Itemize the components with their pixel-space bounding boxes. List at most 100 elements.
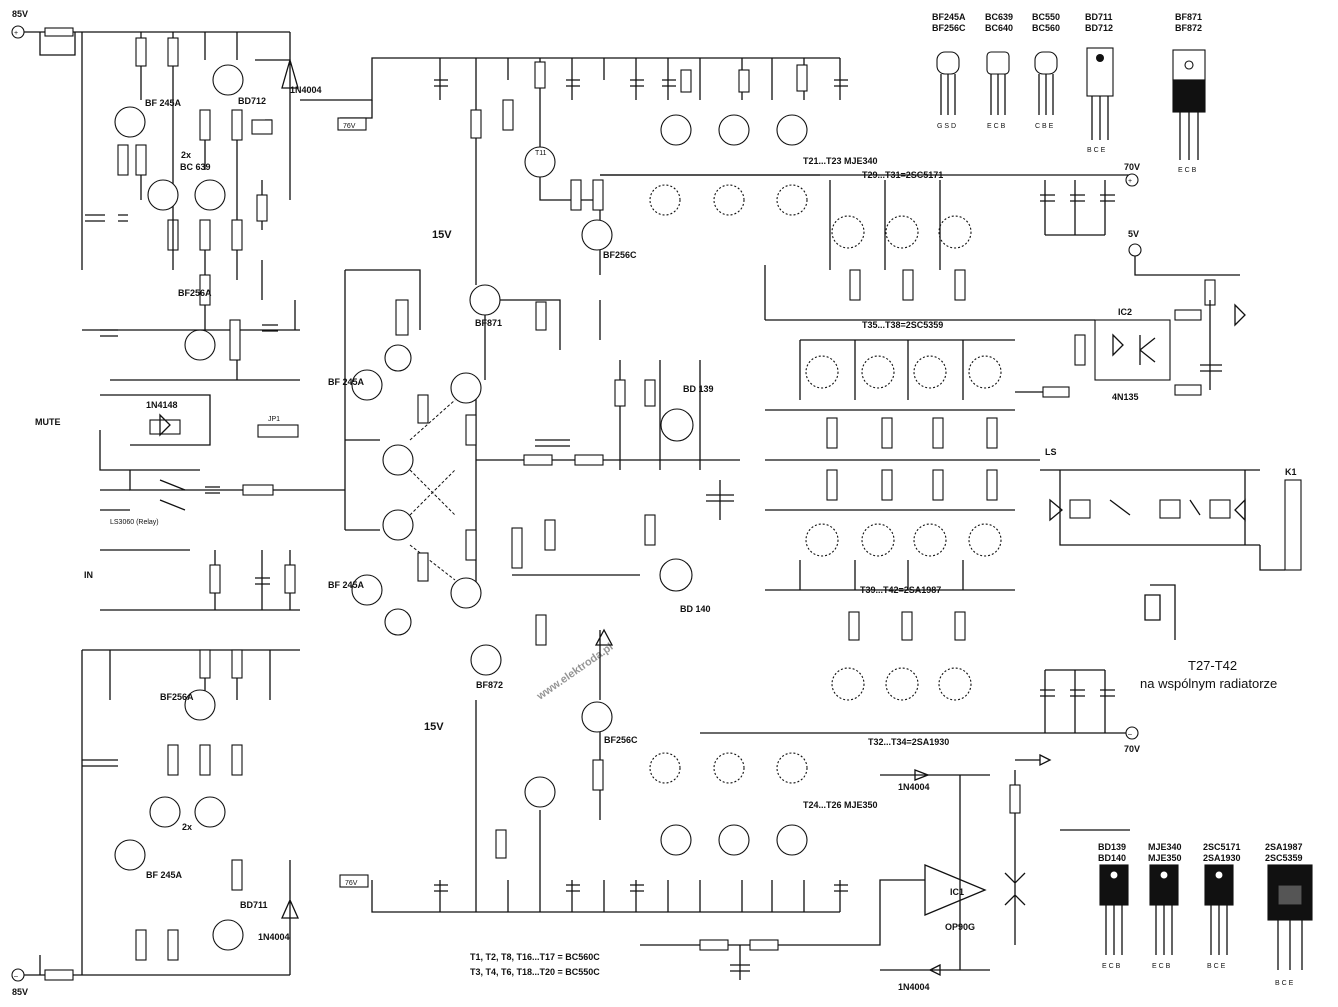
svg-text:–: – [14,973,18,980]
label-t11: T11 [535,150,547,157]
label-1n4004-d17: 1N4004 [898,982,930,992]
label-15v-top: 15V [432,229,452,241]
rail-pos-76v: 76V [300,57,840,131]
svg-text:+: + [1128,178,1132,185]
rail-neg-70v: – 70V [700,669,1140,754]
label-group-mje350: T24...T26 MJE350 [803,800,878,810]
rail-neg-76v: 76V 15V [339,721,840,913]
terminal-pos-85v: + 85V [11,9,28,39]
label-1n4004-d15: 1N4004 [898,782,930,792]
label-bd712: BD712 [238,96,266,106]
label-bd140: BD 140 [680,604,711,614]
pkg-top-0-pins: G S D [937,123,956,130]
output-relay: LS K1 [1040,447,1302,640]
svg-text:–: – [1128,731,1132,738]
label-pos-70v: 70V [1124,162,1140,172]
label-relay-type: LS3060 (Relay) [110,519,159,526]
label-bf256a-bottom: BF256A [160,692,194,702]
label-input: IN [84,570,93,580]
optocoupler: 5V IC2 4N135 [1015,229,1246,402]
label-bd139: BD 139 [683,384,714,394]
label-bf245a-bottom: BF 245A [146,870,183,880]
radiator-note: T27-T42 na wspólnym radiatorze [1140,658,1277,691]
pkg-top-2-pins: C B E [1035,123,1054,130]
terminal-neg-85v: – 85V [11,968,28,997]
label-radiator-note: na wspólnym radiatorze [1140,676,1277,691]
label-neg-70v: 70V [1124,744,1140,754]
label-bf245a-mid2: BF 245A [328,580,365,590]
label-bf872: BF872 [476,680,503,690]
label-op90g: OP90G [945,922,975,932]
label-group-2sa1930: T32...T34=2SA1930 [868,737,949,747]
label-bf245a-mid: BF 245A [328,377,365,387]
driver-bottom: BF256C T24...T26 MJE350 T1, T2, T8, T16.… [434,614,878,977]
regulator-bottom: BF256A 2x BF 245A BD711 1N4004 [44,649,300,981]
label-1n4004-bottom: 1N4004 [258,932,290,942]
label-bc639: BC 639 [180,162,211,172]
label-group-2sc5359: T35...T38=2SC5359 [862,320,943,330]
label-15v-bottom: 15V [424,721,444,733]
label-group-2sa1987: T39...T42=2SA1987 [860,585,941,595]
label-jp1: JP1 [268,416,280,423]
label-ls: LS [1045,447,1057,457]
label-radiator-range: T27-T42 [1188,658,1237,673]
label-2x-bottom: 2x [182,822,192,832]
label-k1: K1 [1285,467,1297,477]
label-bf256a-top: BF256A [178,288,212,298]
pkg-bot-3-pins: B C E [1275,980,1294,987]
vas-bias: BD 139 BD 140 [475,360,740,614]
watermark: www.elektroda.pl [534,641,615,703]
driver-top: T11 BF256C BF871 T21...T23 MJE340 15V [432,58,878,380]
label-rail-76v-bottom: 76V [345,880,358,887]
label-group-mje340: T21...T23 MJE340 [803,156,878,166]
output-neg: T39...T42=2SA1987 T32...T34=2SA1930 [765,469,1015,747]
label-tlist-1: T1, T2, T8, T16...T17 = BC560C [470,952,600,962]
label-bf245a-top: BF 245A [145,98,182,108]
mute-section: MUTE 1N4148 LS3060 (Relay) IN JP1 [35,394,345,611]
label-ic2: IC2 [1118,307,1132,317]
input-stage: BF 245A BF 245A BF872 [328,269,503,690]
label-group-2sc5171: T29...T31=2SC5171 [862,170,943,180]
label-rail-76v-top: 76V [343,123,356,130]
pkg-bot-1-pins: E C B [1152,963,1171,970]
regulator-top: BF 245A 2x BC 639 BD712 1N4004 BF256A [44,27,322,381]
pkg-top-3-pins: B C E [1087,147,1106,154]
label-5v: 5V [1128,229,1139,239]
opamp-protection: 1N4004 1N4004 IC1 OP90G [640,753,1130,992]
label-neg-85v: 85V [12,987,28,997]
output-pos-pre [764,180,1015,321]
label-mute: MUTE [35,417,61,427]
pkg-top-1-pins: E C B [987,123,1006,130]
label-2x-top: 2x [181,150,191,160]
pkg-top-4-pins: E C B [1178,167,1197,174]
rail-pos-70v: + 70V T29...T31=2SC5171 [600,162,1140,236]
svg-text:+: + [14,30,18,37]
label-pos-85v: 85V [12,9,28,19]
label-4n135: 4N135 [1112,392,1139,402]
label-ic1: IC1 [950,887,964,897]
pkg-bot-0-pins: E C B [1102,963,1121,970]
label-bf256c-top: BF256C [603,250,637,260]
label-tlist-2: T3, T4, T6, T18...T20 = BC550C [470,967,600,977]
